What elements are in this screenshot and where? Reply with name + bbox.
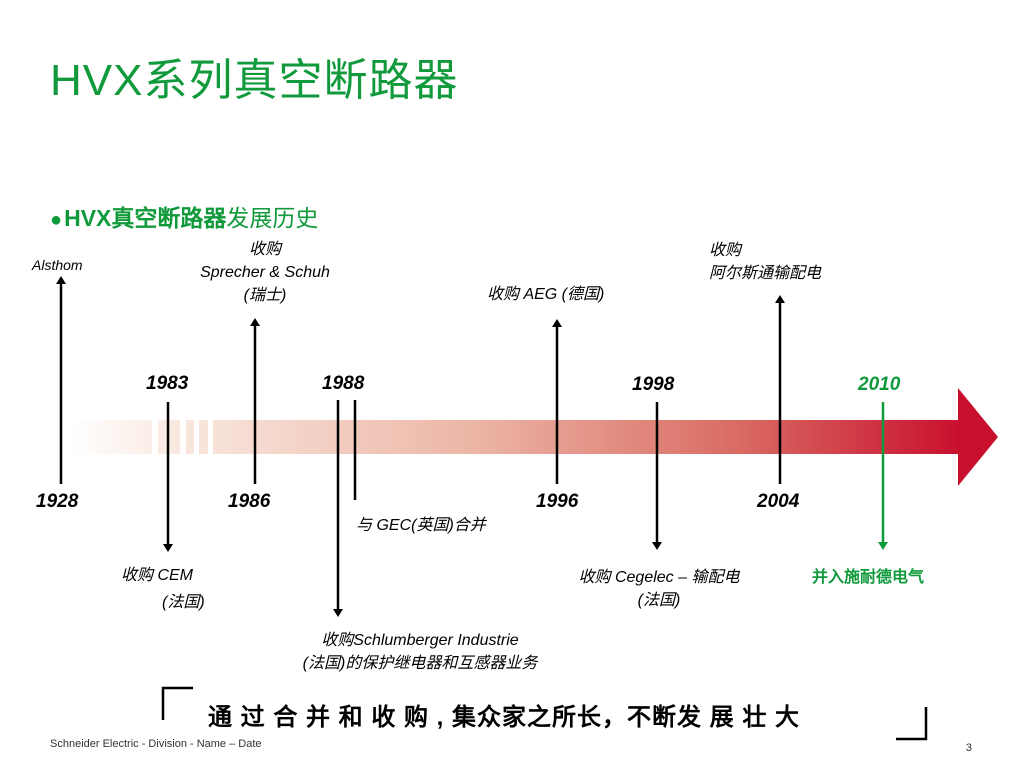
year-1986: 1986	[228, 491, 271, 512]
heading-bold: HVX真空断路器	[64, 205, 227, 231]
event-cem-line1: 收购 CEM	[121, 567, 194, 584]
section-heading: ●HVX真空断路器发展历史	[50, 199, 318, 233]
event-aeg: 收购 AEG (德国)	[487, 286, 605, 303]
event-sprecher-line2: Sprecher & Schuh	[200, 264, 330, 281]
event-schlumberger: 收购Schlumberger Industrie (法国)的保护继电器和互感器业…	[270, 629, 570, 675]
event-cem-line2: (法国)	[162, 594, 205, 611]
event-gec: 与 GEC(英国)合并	[356, 517, 486, 534]
event-sprecher: 收购 Sprecher & Schuh (瑞士)	[160, 238, 370, 307]
year-1928: 1928	[36, 491, 79, 512]
bullet-icon: ●	[50, 209, 63, 231]
event-alstom-td-line1: 收购	[709, 242, 742, 259]
event-cegelec-line2: (法国)	[637, 592, 681, 609]
year-1988: 1988	[322, 373, 365, 394]
year-1983: 1983	[146, 373, 189, 394]
event-schlumberger-line2: (法国)的保护继电器和互感器业务	[302, 655, 538, 672]
event-alsthom: Alsthom	[32, 257, 83, 273]
year-2010: 2010	[858, 374, 901, 395]
year-1998: 1998	[632, 374, 675, 395]
event-alstom-td: 收购 阿尔斯通输配电	[709, 239, 821, 285]
year-2004: 2004	[757, 491, 800, 512]
slogan-brackets	[161, 686, 928, 741]
event-sprecher-line1: 收购	[248, 241, 281, 258]
event-cegelec-line1: 收购 Cegelec – 输配电	[578, 569, 740, 586]
slogan-text: 通 过 合 并 和 收 购 , 集众家之所长，不断发 展 壮 大	[208, 704, 801, 731]
event-merge: 并入施耐德电气	[812, 569, 925, 586]
year-1996: 1996	[536, 491, 579, 512]
event-cem: 收购 CEM (法国)	[121, 564, 205, 614]
event-alstom-td-line2: 阿尔斯通输配电	[709, 265, 822, 282]
event-sprecher-line3: (瑞士)	[243, 287, 287, 304]
heading-regular: 发展历史	[226, 205, 319, 231]
page-number: 3	[965, 742, 972, 754]
footer-text: Schneider Electric - Division - Name – D…	[50, 738, 262, 750]
page-title: HVX系列真空断路器	[50, 56, 459, 105]
event-schlumberger-line1: 收购Schlumberger Industrie	[321, 632, 519, 649]
timeline-arrow	[72, 388, 998, 486]
event-cegelec: 收购 Cegelec – 输配电 (法国)	[544, 566, 774, 612]
